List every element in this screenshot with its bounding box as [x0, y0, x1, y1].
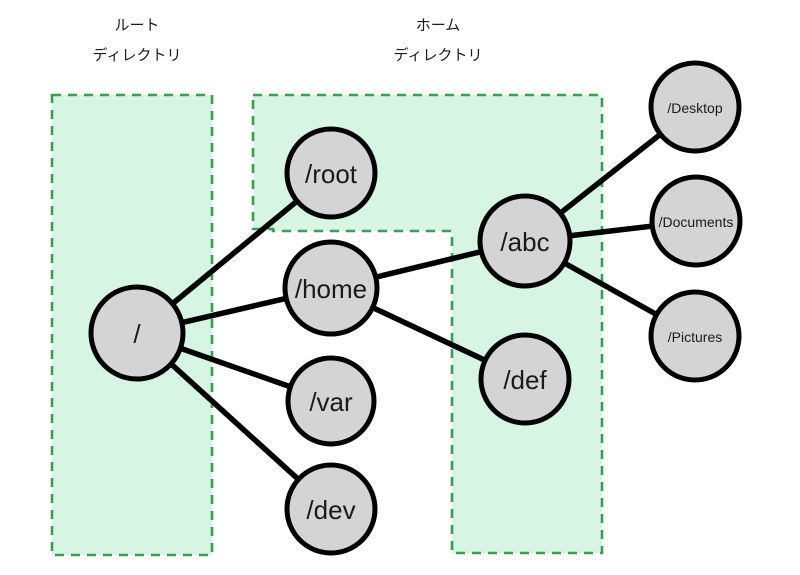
caption-home-directory-line2: ディレクトリ	[394, 46, 483, 64]
node-label-pictures: /Pictures	[668, 329, 722, 345]
node-label-documents: /Documents	[659, 214, 734, 230]
tree-edges	[166, 129, 666, 485]
node-circle-def[interactable]	[478, 332, 572, 426]
node-label-dev: /dev	[306, 495, 355, 525]
node-documents[interactable]: /Documents	[649, 174, 743, 268]
caption-root-directory-line2: ディレクトリ	[93, 46, 182, 64]
node-circle-home[interactable]	[282, 239, 380, 337]
node-home[interactable]: /home	[282, 239, 380, 337]
node-circle-root[interactable]	[88, 284, 186, 382]
edge-root-to-var	[174, 344, 297, 391]
caption-root-directory-line1: ルート	[114, 16, 159, 34]
node-label-root-dir: /root	[305, 159, 358, 189]
node-desktop[interactable]: /Desktop	[648, 60, 742, 154]
node-label-root: /	[133, 319, 141, 349]
caption-home-directory-line1: ホーム	[416, 16, 461, 34]
node-label-var: /var	[309, 387, 353, 417]
edge-home-to-def	[367, 303, 491, 365]
node-pictures[interactable]: /Pictures	[648, 289, 742, 383]
edge-home-to-abc	[370, 248, 487, 281]
node-circle-abc[interactable]	[477, 193, 573, 289]
edge-abc-to-documents	[563, 223, 659, 239]
node-label-abc: /abc	[500, 227, 549, 257]
node-root[interactable]: /	[88, 284, 186, 382]
node-abc[interactable]: /abc	[477, 193, 573, 289]
edge-root-to-dev	[166, 359, 304, 485]
node-dev[interactable]: /dev	[284, 462, 378, 556]
node-def[interactable]: /def	[478, 332, 572, 426]
node-root-dir[interactable]: /root	[284, 126, 378, 220]
node-label-desktop: /Desktop	[667, 100, 722, 116]
node-circle-var[interactable]	[285, 355, 377, 447]
tree-nodes: / /root/home/var/dev/abc/def/Desktop/Docu…	[88, 60, 743, 556]
edge-root-to-root-dir	[167, 196, 303, 309]
node-var[interactable]: /var	[285, 355, 377, 447]
node-label-home: /home	[295, 274, 367, 304]
node-circle-desktop[interactable]	[648, 60, 742, 154]
node-label-def: /def	[503, 365, 547, 395]
edge-abc-to-pictures	[558, 258, 662, 319]
edge-abc-to-desktop	[555, 129, 666, 218]
node-circle-pictures[interactable]	[648, 289, 742, 383]
node-circle-root-dir[interactable]	[284, 126, 378, 220]
node-circle-documents[interactable]	[649, 174, 743, 268]
node-circle-dev[interactable]	[284, 462, 378, 556]
edge-root-to-home	[176, 294, 292, 327]
